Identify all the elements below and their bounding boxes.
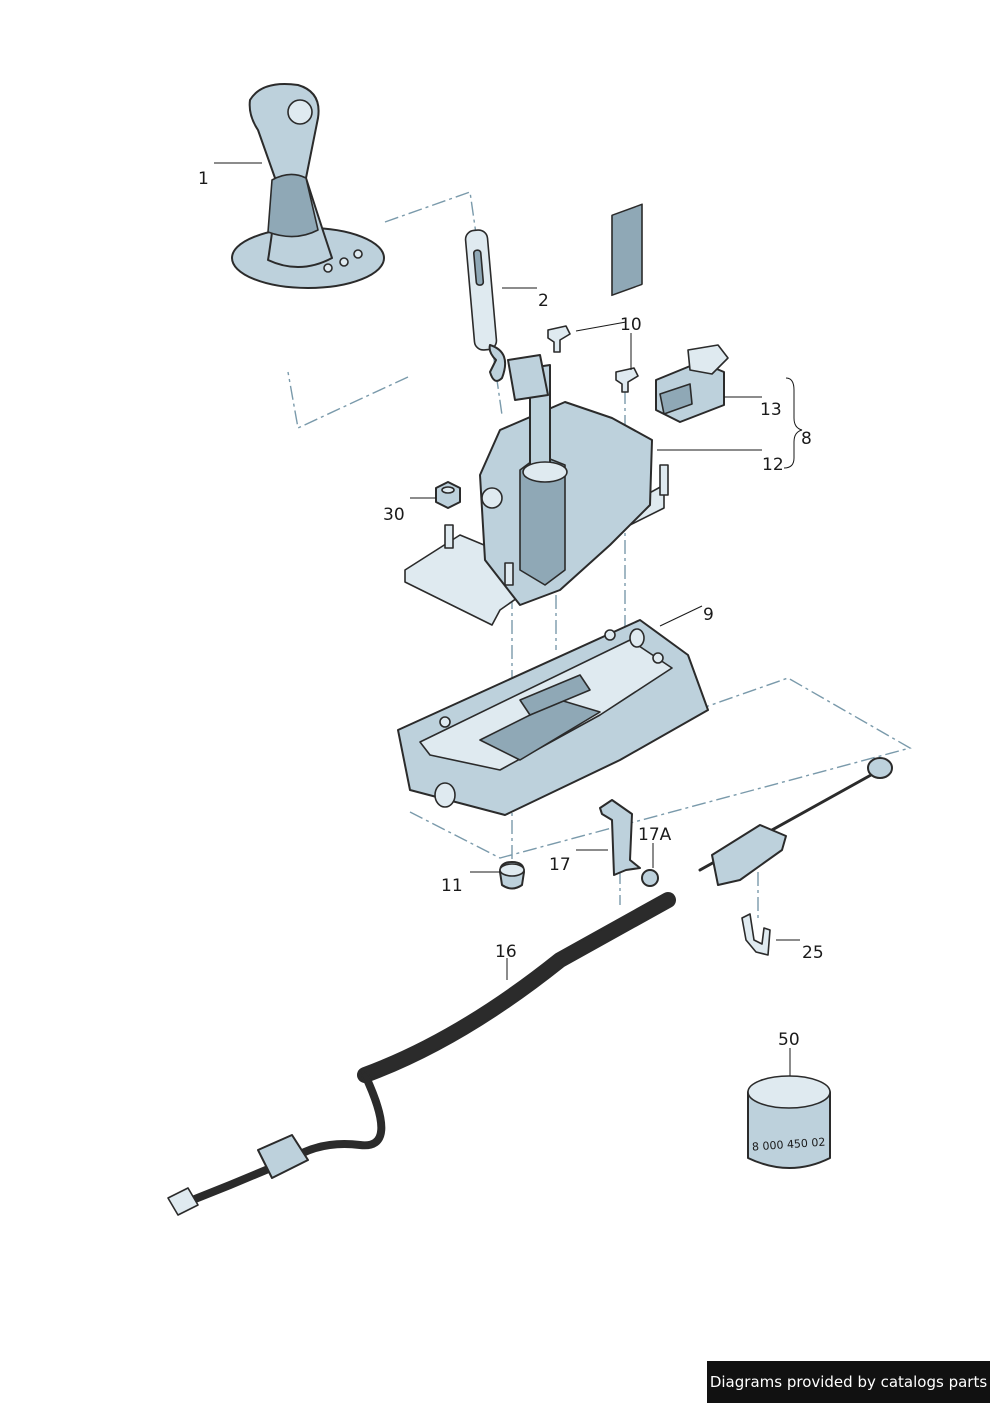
shift-knob-part: [231, 83, 385, 289]
bracket-part-17: [599, 799, 641, 876]
callout-8: 8: [801, 429, 812, 449]
callout-11: 11: [441, 876, 463, 896]
selector-housing-part: [404, 203, 669, 626]
clip-part-10: [547, 325, 639, 393]
clip-part-25: [741, 913, 771, 956]
callout-50: 50: [778, 1030, 800, 1050]
callout-17a: 17A: [638, 825, 672, 845]
selector-cable-part: [167, 757, 893, 1216]
callout-10: 10: [620, 315, 642, 335]
callout-9: 9: [703, 605, 714, 625]
callout-16: 16: [495, 942, 517, 962]
callout-25: 25: [802, 943, 824, 963]
callout-17: 17: [549, 855, 571, 875]
callout-labels: 1 2 10 13 8 12 30 9 17A 17 11 16 25 50: [198, 169, 824, 1050]
attribution-text: Diagrams provided by catalogs parts: [709, 1373, 988, 1391]
assembly-frame-upper: [287, 191, 503, 430]
nut-part-17a: [641, 869, 659, 887]
switch-part-13: [655, 344, 729, 423]
attribution-footer: Diagrams provided by catalogs parts: [707, 1361, 990, 1403]
grommet-part-11: [499, 861, 525, 890]
callout-13: 13: [760, 400, 782, 420]
callout-1: 1: [198, 169, 209, 189]
nut-part-30: [435, 481, 461, 509]
callout-30: 30: [383, 505, 405, 525]
grease-can-part: 8 000 450 02: [747, 1075, 831, 1169]
callout-2: 2: [538, 291, 549, 311]
callout-12: 12: [762, 455, 784, 475]
selector-rod-part: [464, 229, 506, 382]
housing-tray-part: [397, 619, 709, 816]
grease-can-label: 8 000 450 02: [752, 1136, 826, 1154]
leader-lines: [214, 162, 803, 1076]
